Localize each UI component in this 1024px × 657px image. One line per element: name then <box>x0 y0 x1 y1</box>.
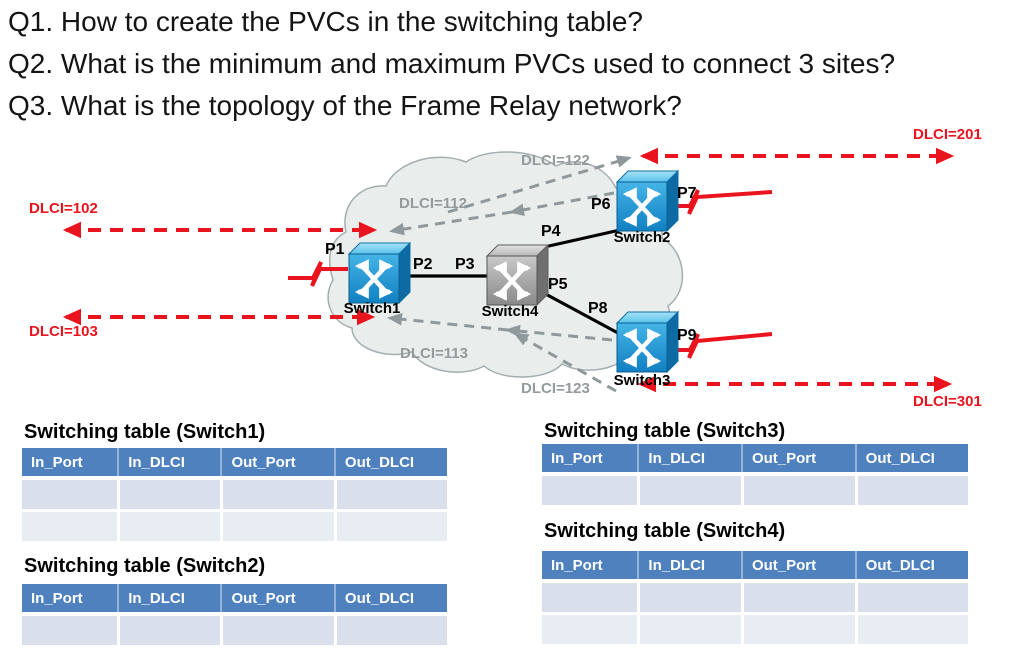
port-label-p8: P8 <box>588 300 608 317</box>
port-label-p2: P2 <box>413 256 433 273</box>
col-out-port: Out_Port <box>740 551 855 579</box>
switch1-label: Switch1 <box>343 300 401 317</box>
frame-relay-switch-icon <box>347 241 411 304</box>
table-title-switch1: Switching table (Switch1) <box>24 421 266 443</box>
empty-cell <box>117 616 221 645</box>
col-in-port: In_Port <box>31 453 83 471</box>
switch2-label: Switch2 <box>613 229 671 246</box>
dlci-103-label: DLCI=103 <box>29 323 98 340</box>
frame-relay-switch-icon <box>485 243 549 306</box>
dlci-123-label: DLCI=123 <box>521 380 590 397</box>
dlci-112-arrow-tail <box>389 210 513 236</box>
empty-cell <box>637 615 741 644</box>
table-title-switch2: Switching table (Switch2) <box>24 555 266 577</box>
col-in-dlci: In_DLCI <box>637 551 741 579</box>
table-header-row: In_Port In_DLCI Out_Port Out_DLCI <box>22 448 447 476</box>
col-in-dlci: In_DLCI <box>117 448 220 476</box>
port-label-p3: P3 <box>455 256 475 273</box>
port-label-p1: P1 <box>325 241 345 258</box>
dlci-113-arrow <box>505 324 613 342</box>
port-label-p4: P4 <box>541 223 561 240</box>
empty-cell <box>220 512 334 541</box>
switch3-node <box>615 309 679 373</box>
switch1-node <box>347 240 411 304</box>
link-switch4-switch2 <box>539 228 621 250</box>
dlci-112-label: DLCI=112 <box>399 195 467 212</box>
empty-cell <box>117 512 221 541</box>
port-label-p7: P7 <box>677 185 697 202</box>
dlci-123-arrow <box>513 332 617 393</box>
empty-cell <box>637 476 741 505</box>
empty-cell <box>542 476 638 505</box>
switch4-node <box>485 242 549 306</box>
question-2: Q2. What is the minimum and maximum PVCs… <box>8 48 896 79</box>
question-3: Q3. What is the topology of the Frame Re… <box>8 90 682 121</box>
empty-cell <box>740 583 855 612</box>
col-in-port: In_Port <box>551 449 603 467</box>
table-header-row: In_Port In_DLCI Out_Port Out_DLCI <box>22 584 447 612</box>
frame-relay-switch-icon <box>615 310 679 373</box>
dlci-112-arrow <box>509 191 615 216</box>
empty-cell <box>220 480 334 509</box>
table-header-row: In_Port In_DLCI Out_Port Out_DLCI <box>542 444 968 472</box>
empty-cell <box>22 616 118 645</box>
serial-bolt-p1 <box>288 261 348 287</box>
empty-cell <box>220 616 334 645</box>
link-switch4-switch3 <box>539 289 619 335</box>
col-out-dlci: Out_DLCI <box>333 448 447 476</box>
col-out-port: Out_Port <box>220 584 333 612</box>
table-row <box>542 583 968 612</box>
serial-bolt-p9 <box>678 332 773 359</box>
empty-cell <box>333 512 447 541</box>
table-title-switch3: Switching table (Switch3) <box>544 420 786 442</box>
table-row <box>542 615 968 644</box>
col-in-port: In_Port <box>31 589 83 607</box>
question-1: Q1. How to create the PVCs in the switch… <box>8 6 643 37</box>
col-in-dlci: In_DLCI <box>117 584 220 612</box>
empty-cell <box>740 615 855 644</box>
empty-cell <box>22 512 118 541</box>
switch3-label: Switch3 <box>613 372 671 389</box>
dlci-301-label: DLCI=301 <box>913 393 982 410</box>
dlci-122-arrow <box>447 155 632 214</box>
port-label-p5: P5 <box>548 276 568 293</box>
frame-relay-switch-icon <box>615 169 679 232</box>
col-in-dlci: In_DLCI <box>637 444 741 472</box>
dlci-122-label: DLCI=122 <box>521 152 590 169</box>
dlci-102-label: DLCI=102 <box>29 200 98 217</box>
empty-cell <box>854 615 968 644</box>
col-in-port: In_Port <box>551 556 603 574</box>
table-row <box>22 512 447 541</box>
empty-cell <box>854 476 968 505</box>
table-title-switch4: Switching table (Switch4) <box>544 520 786 542</box>
empty-cell <box>542 583 638 612</box>
table-row <box>22 616 447 645</box>
serial-bolt-p7 <box>678 189 773 215</box>
switch2-node <box>615 168 679 232</box>
empty-cell <box>542 615 638 644</box>
empty-cell <box>740 476 855 505</box>
col-out-dlci: Out_DLCI <box>854 551 968 579</box>
dlci-113-label: DLCI=113 <box>400 345 468 362</box>
table-header-row: In_Port In_DLCI Out_Port Out_DLCI <box>542 551 968 579</box>
empty-cell <box>854 583 968 612</box>
empty-cell <box>117 480 221 509</box>
empty-cell <box>333 480 447 509</box>
switch4-label: Switch4 <box>481 303 539 320</box>
port-label-p6: P6 <box>591 196 611 213</box>
col-out-dlci: Out_DLCI <box>854 444 968 472</box>
col-out-port: Out_Port <box>740 444 855 472</box>
port-label-p9: P9 <box>677 327 697 344</box>
table-row <box>542 476 968 505</box>
empty-cell <box>333 616 447 645</box>
dlci-113-arrow-tail <box>387 312 509 332</box>
col-out-dlci: Out_DLCI <box>333 584 447 612</box>
dlci-201-label: DLCI=201 <box>913 126 982 143</box>
table-row <box>22 480 447 509</box>
col-out-port: Out_Port <box>220 448 333 476</box>
empty-cell <box>637 583 741 612</box>
empty-cell <box>22 480 118 509</box>
